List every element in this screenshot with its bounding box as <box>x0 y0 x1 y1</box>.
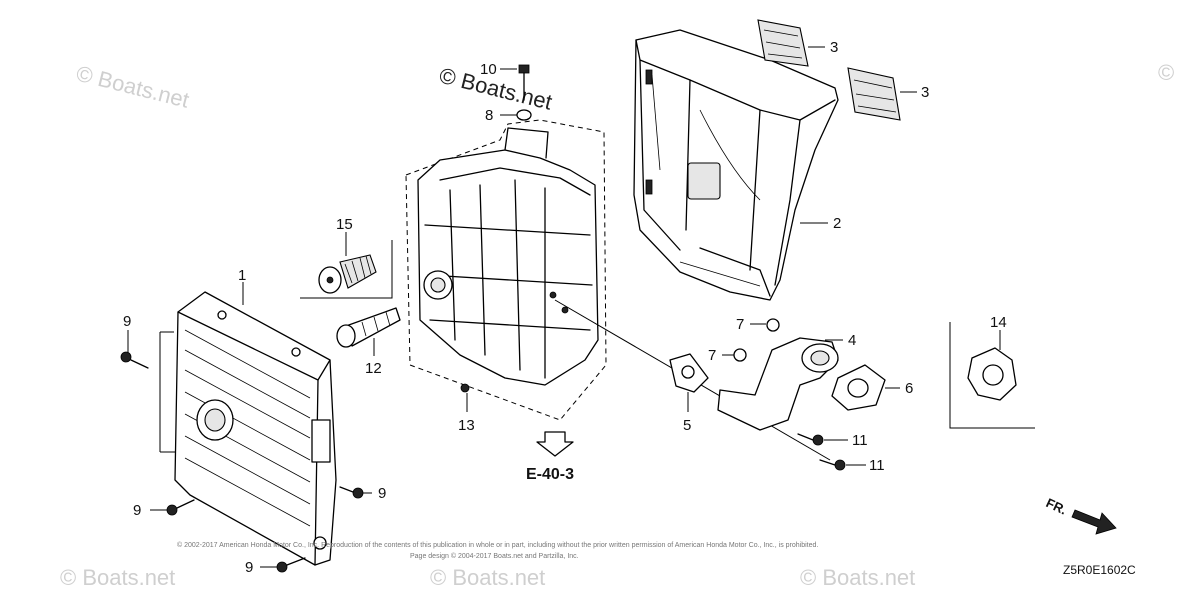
direction-label: FR. <box>1044 495 1069 517</box>
callout-1: 1 <box>238 267 246 284</box>
part-15-spark-arrester <box>318 254 377 294</box>
watermark-top-right: © <box>1158 60 1174 85</box>
callout-15: 15 <box>336 216 353 233</box>
part-6-gasket <box>831 364 886 411</box>
diagram-code: Z5R0E1602C <box>1063 563 1136 577</box>
callout-6: 6 <box>905 380 913 397</box>
watermark-bottom-right: © Boats.net <box>800 565 915 590</box>
part-2-muffler-protector <box>633 29 839 301</box>
callout-9-bottom-left: 9 <box>133 502 141 519</box>
callout-3-lower: 3 <box>921 84 929 101</box>
part-5-gasket <box>669 353 709 393</box>
copyright-line-1: © 2002-2017 American Honda Motor Co., In… <box>177 541 818 549</box>
callout-7-upper: 7 <box>736 316 744 333</box>
part-14-gasket <box>967 347 1017 401</box>
reference-arrow: E-40-3 <box>526 431 574 483</box>
part-12-tail-pipe <box>336 307 401 348</box>
callout-14: 14 <box>990 314 1007 331</box>
part-1-muffler-cover <box>174 291 337 566</box>
callout-9-left: 9 <box>123 313 131 330</box>
part-4-exhaust-elbow <box>717 337 839 431</box>
watermark-top-left: © Boats.net <box>74 61 192 113</box>
callout-3-upper: 3 <box>830 39 838 56</box>
callout-5: 5 <box>683 417 691 434</box>
muffler-body <box>417 127 599 386</box>
watermark-bottom-center: © Boats.net <box>430 565 545 590</box>
part-3-screen-lower <box>847 67 901 121</box>
direction-arrow-icon <box>1071 509 1117 535</box>
callout-12: 12 <box>365 360 382 377</box>
copyright-line-2: Page design © 2004-2017 Boats.net and Pa… <box>410 552 579 560</box>
part-14-bracket <box>949 322 1035 429</box>
callout-4: 4 <box>848 332 856 349</box>
fasteners <box>120 64 846 573</box>
reference-label: E-40-3 <box>526 466 574 483</box>
leader-lines <box>127 46 1001 568</box>
callout-10: 10 <box>480 61 497 78</box>
down-arrow-icon <box>536 431 574 457</box>
callout-labels: 1 2 3 3 4 5 6 7 7 8 9 9 9 9 10 11 11 12 … <box>123 39 1007 576</box>
part-3-screen-upper <box>757 19 809 67</box>
callout-9-bottom: 9 <box>245 559 253 576</box>
callout-13: 13 <box>458 417 475 434</box>
callout-7-lower: 7 <box>708 347 716 364</box>
callout-11-lower: 11 <box>869 457 885 474</box>
callout-8: 8 <box>485 107 493 124</box>
callout-2: 2 <box>833 215 841 232</box>
callout-11-upper: 11 <box>852 432 868 449</box>
watermark-bottom-left: © Boats.net <box>60 565 175 590</box>
part-15-bracket <box>300 240 393 299</box>
callout-9-right: 9 <box>378 485 386 502</box>
front-direction-indicator: FR. <box>1044 495 1117 535</box>
